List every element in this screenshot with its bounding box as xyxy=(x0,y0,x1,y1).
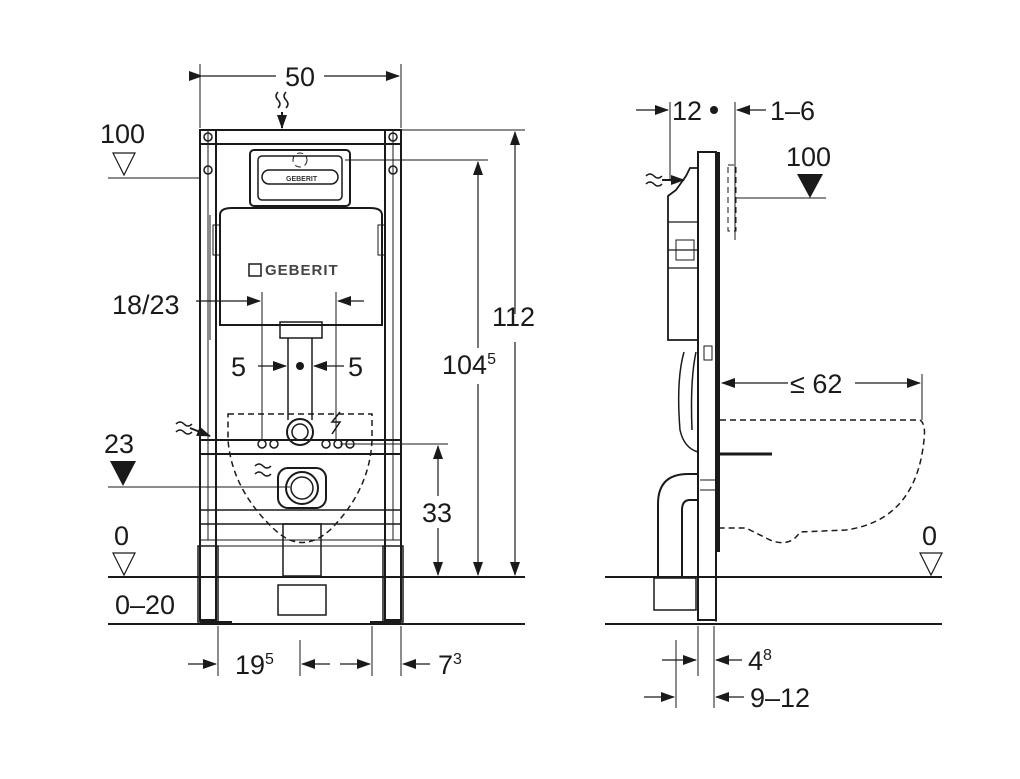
side-drain-bend xyxy=(653,473,720,611)
foot-left-label: 195 xyxy=(235,650,274,680)
front-view: GEBERIT GEBERIT xyxy=(100,62,535,680)
floor-range-label: 0–20 xyxy=(115,590,175,620)
side-bottom-b-label: 9–12 xyxy=(750,683,810,713)
offset-left-label: 5 xyxy=(231,352,246,382)
side-water-inlet-icon xyxy=(645,173,663,187)
side-bowl-outline xyxy=(720,419,926,544)
side-top-right-label: 1–6 xyxy=(770,96,815,126)
side-cistern xyxy=(667,167,699,453)
water-inlet-side-icon xyxy=(175,421,193,435)
foot-right-label: 73 xyxy=(438,650,462,680)
level-marker-filled xyxy=(110,461,136,486)
level-marker-open-floor xyxy=(112,552,136,577)
geberit-logo: GEBERIT xyxy=(265,262,339,279)
drain-height-label: 33 xyxy=(422,498,452,528)
side-level-0-label: 0 xyxy=(922,521,937,551)
cistern: GEBERIT GEBERIT xyxy=(209,149,386,340)
level-0-label: 0 xyxy=(114,521,129,551)
frame xyxy=(197,129,404,623)
drain-connection xyxy=(277,467,327,616)
water-inlet-icon xyxy=(275,91,289,109)
side-view: 12 1–6 100 ≤ 62 0 48 9–12 xyxy=(605,96,943,713)
side-level-marker-open xyxy=(919,552,943,577)
level-100-label: 100 xyxy=(100,119,145,149)
flush-width-label: 18/23 xyxy=(112,290,180,320)
offset-right-label: 5 xyxy=(348,352,363,382)
water-drain-icon xyxy=(254,463,272,477)
bowl-outline xyxy=(227,413,373,544)
flush-plate-logo: GEBERIT xyxy=(286,176,318,183)
total-height-label: 112 xyxy=(492,302,535,332)
side-level-marker-filled xyxy=(797,174,823,198)
frame-height-label: 1045 xyxy=(442,350,496,380)
side-bottom-a-label: 48 xyxy=(748,646,772,676)
side-frame xyxy=(697,151,737,622)
bowl-projection-label: ≤ 62 xyxy=(790,369,842,399)
side-top-left-label: 12 xyxy=(672,96,702,126)
level-marker-open xyxy=(112,152,136,177)
flush-pipe xyxy=(257,338,355,449)
width-label: 50 xyxy=(285,62,315,92)
level-23-label: 23 xyxy=(104,429,134,459)
side-level-100-label: 100 xyxy=(786,142,831,172)
